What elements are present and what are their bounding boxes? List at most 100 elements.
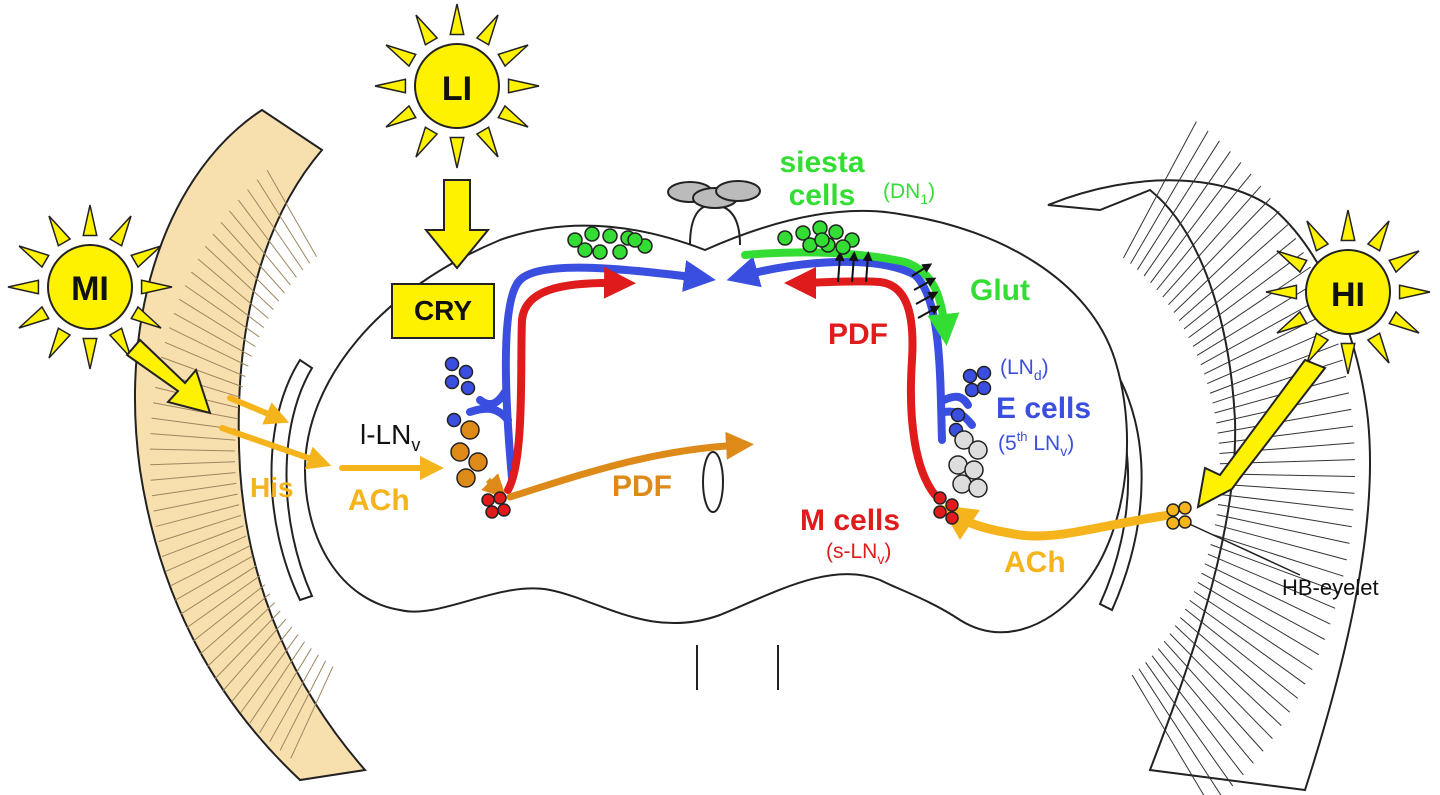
neuron-cell xyxy=(450,442,470,462)
ommatidium-line xyxy=(1157,648,1254,764)
neuron-cell xyxy=(968,478,988,498)
sun-disc xyxy=(414,43,500,129)
ocelli xyxy=(667,180,761,246)
high-input-sun-icon xyxy=(1265,209,1431,375)
sun-ray xyxy=(415,14,439,46)
neuron-cell xyxy=(584,226,600,242)
ommatidium-line xyxy=(1137,140,1220,270)
neuron-cell xyxy=(814,232,830,248)
ommatidium-line xyxy=(150,472,236,481)
light-input-sun-icon xyxy=(374,3,540,169)
ach-left-label: ACh xyxy=(348,484,410,517)
sun-ray xyxy=(48,215,72,247)
ommatidium-line xyxy=(1210,544,1340,593)
sun-ray xyxy=(1398,284,1431,300)
sun-ray xyxy=(1366,332,1390,364)
neuron-cell xyxy=(497,503,511,517)
sun-ray xyxy=(130,305,162,329)
sun-ray xyxy=(449,3,465,36)
sun-ray xyxy=(507,78,540,94)
ommatidium-line xyxy=(174,555,253,601)
neuron-cell xyxy=(460,420,480,440)
ommatidium-line xyxy=(231,626,293,703)
sun-disc xyxy=(47,244,133,330)
sun-ray xyxy=(140,279,173,295)
neuron-cell xyxy=(446,412,462,428)
neuron-cell xyxy=(948,455,968,475)
sun-ray xyxy=(449,136,465,169)
neuron-cell xyxy=(592,244,608,260)
pdf-right-label: PDF xyxy=(828,318,888,351)
ommatidium-line xyxy=(1203,311,1330,375)
sun-ray xyxy=(374,78,407,94)
neuron-cell xyxy=(976,380,992,396)
sun-ray xyxy=(108,327,132,359)
lnd-cells-right xyxy=(948,365,992,438)
neuron-cell xyxy=(468,452,488,472)
ommatidium-line xyxy=(199,593,271,655)
ommatidium-line xyxy=(192,584,266,642)
ommatidium-line xyxy=(1214,524,1347,561)
neuron-cell xyxy=(493,491,507,505)
ommatidium-line xyxy=(173,312,252,357)
li-to-cry-arrow xyxy=(423,179,491,270)
neuron-cell xyxy=(627,232,643,248)
ommatidium-line xyxy=(256,179,311,264)
ommatidium-line xyxy=(1193,591,1313,671)
sun-ray xyxy=(385,104,417,128)
hi-input-arrow xyxy=(1196,358,1327,509)
s-lnv-cells-right xyxy=(933,491,959,525)
glut-signal-arrows xyxy=(834,251,941,319)
sun-ray xyxy=(1276,310,1308,334)
lnd-label: (LNd) xyxy=(1000,356,1049,383)
sun-disc xyxy=(1305,249,1391,335)
sun-ray xyxy=(82,337,98,370)
ommatidium-line xyxy=(222,618,287,692)
neuron-cell xyxy=(933,505,947,519)
neuron-cell xyxy=(456,468,476,488)
neuron-cell xyxy=(602,228,618,244)
his-ach-input-left xyxy=(219,395,444,480)
ommatidium-line xyxy=(165,535,247,572)
l-lnv-cells xyxy=(450,420,488,488)
ommatidium-line xyxy=(1178,224,1289,322)
pdf-center-label: PDF xyxy=(612,470,672,503)
ommatidium-line xyxy=(1156,173,1252,291)
s-lnv-cells-left xyxy=(481,491,511,519)
ommatidium-line xyxy=(220,221,285,294)
ommatidium-line xyxy=(290,666,334,759)
ommatidium-line xyxy=(204,245,274,311)
ommatidium-line xyxy=(1207,553,1336,609)
neuron-cell xyxy=(828,224,844,240)
ommatidium-line xyxy=(212,233,280,302)
sun-ray xyxy=(108,215,132,247)
ommatidium-line xyxy=(249,641,306,724)
ommatidium-line xyxy=(164,341,246,377)
neuron-cell xyxy=(950,407,966,423)
ommatidium-line xyxy=(1192,266,1311,347)
hi-label: HI xyxy=(1331,276,1365,314)
ommatidium-line xyxy=(1169,633,1273,740)
m-cell-projection-right xyxy=(784,266,939,499)
ommatidium-line xyxy=(197,258,269,319)
sun-ray xyxy=(475,14,499,46)
ommatidium-line xyxy=(1150,162,1242,284)
ommatidium-line xyxy=(1183,237,1297,330)
ommatidium-line xyxy=(1196,281,1318,356)
fifth-lnv-cells xyxy=(948,430,988,498)
sun-ray xyxy=(130,245,162,269)
ommatidium-line xyxy=(1138,668,1222,795)
ommatidium-line xyxy=(1168,198,1271,306)
ommatidium-line xyxy=(150,433,236,441)
llnv-to-slnv-arrow xyxy=(481,473,507,499)
neuron-cell xyxy=(952,474,972,494)
ommatidium-line xyxy=(1218,493,1354,511)
sun-ray xyxy=(1388,250,1420,274)
neuron-cell xyxy=(1178,501,1192,515)
ach-right-label: ACh xyxy=(1004,546,1066,579)
brain-ventral-stalk xyxy=(696,645,779,690)
neuron-cell xyxy=(567,232,583,248)
sun-ray xyxy=(1306,332,1330,364)
sun-ray xyxy=(7,279,40,295)
